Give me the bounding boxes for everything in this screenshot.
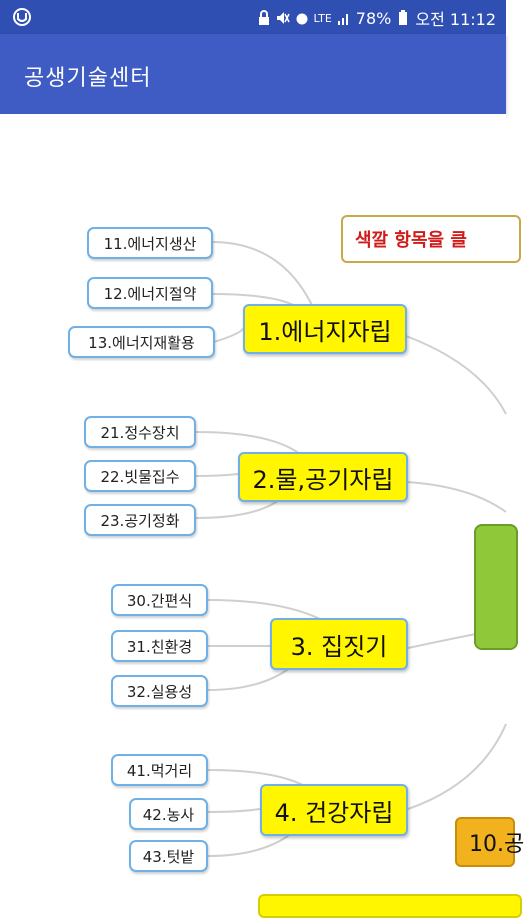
instruction-text: 색깔 항목을 클 (355, 230, 467, 251)
node-label: 1.에너지자립 (258, 317, 392, 346)
center-node[interactable] (474, 524, 518, 650)
node-11[interactable]: 11.에너지생산 (87, 227, 213, 259)
node-21[interactable]: 21.정수장치 (84, 416, 196, 448)
node-label: 22.빗물집수 (100, 467, 180, 486)
node-label: 30.간편식 (126, 591, 193, 610)
bottom-node[interactable] (258, 894, 522, 918)
node-label: 12.에너지절약 (103, 284, 197, 303)
app-bar: 공생기술센터 (0, 34, 506, 114)
node-energy-independence[interactable]: 1.에너지자립 (243, 304, 407, 354)
node-13[interactable]: 13.에너지재활용 (68, 326, 215, 358)
node-label: 2.물,공기자립 (252, 465, 394, 494)
status-bar: LTE 78% 오전 11:12 (0, 0, 506, 34)
node-label: 41.먹거리 (126, 761, 193, 780)
node-23[interactable]: 23.공기정화 (84, 504, 196, 536)
node-label: 31.친환경 (126, 637, 193, 656)
node-house-building[interactable]: 3. 집짓기 (270, 618, 408, 670)
node-water-air-independence[interactable]: 2.물,공기자립 (238, 452, 408, 502)
node-42[interactable]: 42.농사 (129, 798, 208, 830)
node-health-independence[interactable]: 4. 건강자립 (260, 784, 408, 836)
instruction-note: 색깔 항목을 클 (341, 215, 521, 263)
node-label: 3. 집짓기 (290, 632, 388, 661)
network-type: LTE (313, 11, 332, 25)
app-title: 공생기술센터 (24, 66, 152, 91)
signal-icon (337, 14, 348, 25)
lock-icon (258, 10, 269, 25)
node-label: 32.실용성 (126, 682, 193, 701)
node-label: 42.농사 (142, 805, 195, 824)
battery-icon (399, 10, 408, 25)
node-label: 23.공기정화 (100, 511, 180, 530)
node-label: 13.에너지재활용 (88, 333, 195, 352)
node-10[interactable]: 10.공 (455, 817, 524, 867)
battery-percent: 78% (355, 8, 392, 28)
node-31[interactable]: 31.친환경 (111, 630, 208, 662)
node-30[interactable]: 30.간편식 (111, 584, 208, 616)
node-label: 10.공 (469, 832, 524, 857)
node-label: 43.텃밭 (142, 847, 195, 866)
node-12[interactable]: 12.에너지절약 (87, 277, 213, 309)
mute-icon (276, 12, 290, 24)
clock: 오전 11:12 (415, 10, 496, 29)
node-32[interactable]: 32.실용성 (111, 675, 208, 707)
alarm-icon (296, 13, 307, 25)
node-43[interactable]: 43.텃밭 (129, 840, 208, 872)
node-22[interactable]: 22.빗물집수 (84, 460, 196, 492)
node-label: 21.정수장치 (100, 423, 180, 442)
node-label: 11.에너지생산 (103, 234, 197, 253)
node-label: 4. 건강자립 (274, 798, 394, 827)
app-notification-icon (13, 8, 31, 26)
node-41[interactable]: 41.먹거리 (111, 754, 208, 786)
mind-map-canvas[interactable]: 색깔 항목을 클 11.에너지생산 12.에너지절약 13.에너지재활용 1.에… (0, 114, 524, 918)
